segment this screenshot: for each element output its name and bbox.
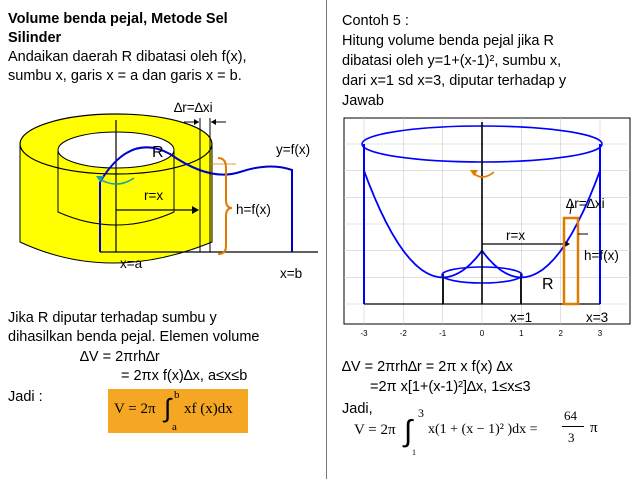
right-result-num: 64 [564,408,577,423]
x-tick-label: -2 [400,329,408,338]
left-dv-line2: = 2πx f(x)∆x, a≤x≤b [121,368,248,384]
left-formula-box: V = 2π ∫ b a xf (x)dx [108,389,248,433]
fraction-bar [562,426,584,427]
left-formula-lower: a [172,421,177,433]
right-formula: V = 2π ∫ 3 1 x(1 + (x − 1)² )dx = 64 3 π [342,404,632,468]
left-curve-label: y=f(x) [276,142,311,157]
right-x1-label: x=1 [510,310,533,325]
right-formula-upper: 3 [418,406,424,420]
left-formula-main: V = 2π [114,401,156,417]
left-para-line1: Jika R diputar terhadap sumbu y [8,310,217,326]
x-tick-label: 1 [519,329,524,338]
x-tick-label: -1 [439,329,447,338]
cylindrical-shell-figure [19,113,318,264]
left-formula-upper: b [174,389,180,401]
shell-rectangle [562,216,580,306]
right-result-den: 3 [568,430,575,445]
plot-tick-labels: -3 -2 -1 0 1 2 3 [360,329,602,338]
right-q-line2: dibatasi oleh y=1+(x-1)², sumbu x, [342,53,562,69]
left-para-line2: dihasilkan benda pejal. Elemen volume [8,329,260,345]
left-jadi: Jadi : [8,389,43,405]
right-dr-label: ∆r=∆xi [566,196,605,211]
panel-divider [326,0,327,479]
left-formula-integrand: xf (x)dx [184,401,233,417]
left-xb-label: x=b [280,266,303,281]
right-q-line3: dari x=1 sd x=3, diputar terhadap y [342,73,567,89]
x-tick-label: 0 [480,329,485,338]
left-intro-line2: sumbu x, garis x = a dan garis x = b. [8,68,242,84]
right-q-line1: Hitung volume benda pejal jika R [342,33,554,49]
paraboloid-plot: -3 -2 -1 0 1 2 3 [343,117,631,338]
left-dr-label: ∆r=∆xi [174,100,213,115]
right-formula-main: V = 2π [354,422,396,438]
left-dv-line1: ∆V = 2πrh∆r [80,349,160,365]
right-height-label: h=f(x) [584,248,619,263]
right-result-pi: π [590,420,598,436]
x-tick-label: 2 [558,329,563,338]
left-height-label: h=f(x) [236,202,271,217]
right-q-line4: Jawab [342,93,384,109]
right-dv-line2: =2π x[1+(x-1)²]∆x, 1≤x≤3 [370,379,531,395]
right-region-label: R [542,276,554,293]
right-heading: Contoh 5 : [342,13,409,29]
left-region-label: R [152,144,164,161]
left-intro-line1: Andaikan daerah R dibatasi oleh f(x), [8,49,247,65]
left-xa-label: x=a [120,256,143,271]
x-tick-label: -3 [360,329,368,338]
x-tick-label: 3 [598,329,603,338]
right-formula-lower: 1 [412,448,416,457]
integral-sign: ∫ [164,393,172,423]
left-title-line2: Silinder [8,30,62,46]
left-title-line1: Volume benda pejal, Metode Sel [8,11,228,27]
right-radius-label: r=x [506,228,526,243]
integral-sign-right: ∫ [404,415,413,448]
right-jadi: Jadi, [342,401,373,417]
right-x3-label: x=3 [586,310,609,325]
left-radius-label: r=x [144,188,164,203]
right-formula-integrand: x(1 + (x − 1)² )dx = [428,422,538,437]
right-dv-line1: ∆V = 2πrh∆r = 2π x f(x) ∆x [342,359,513,375]
